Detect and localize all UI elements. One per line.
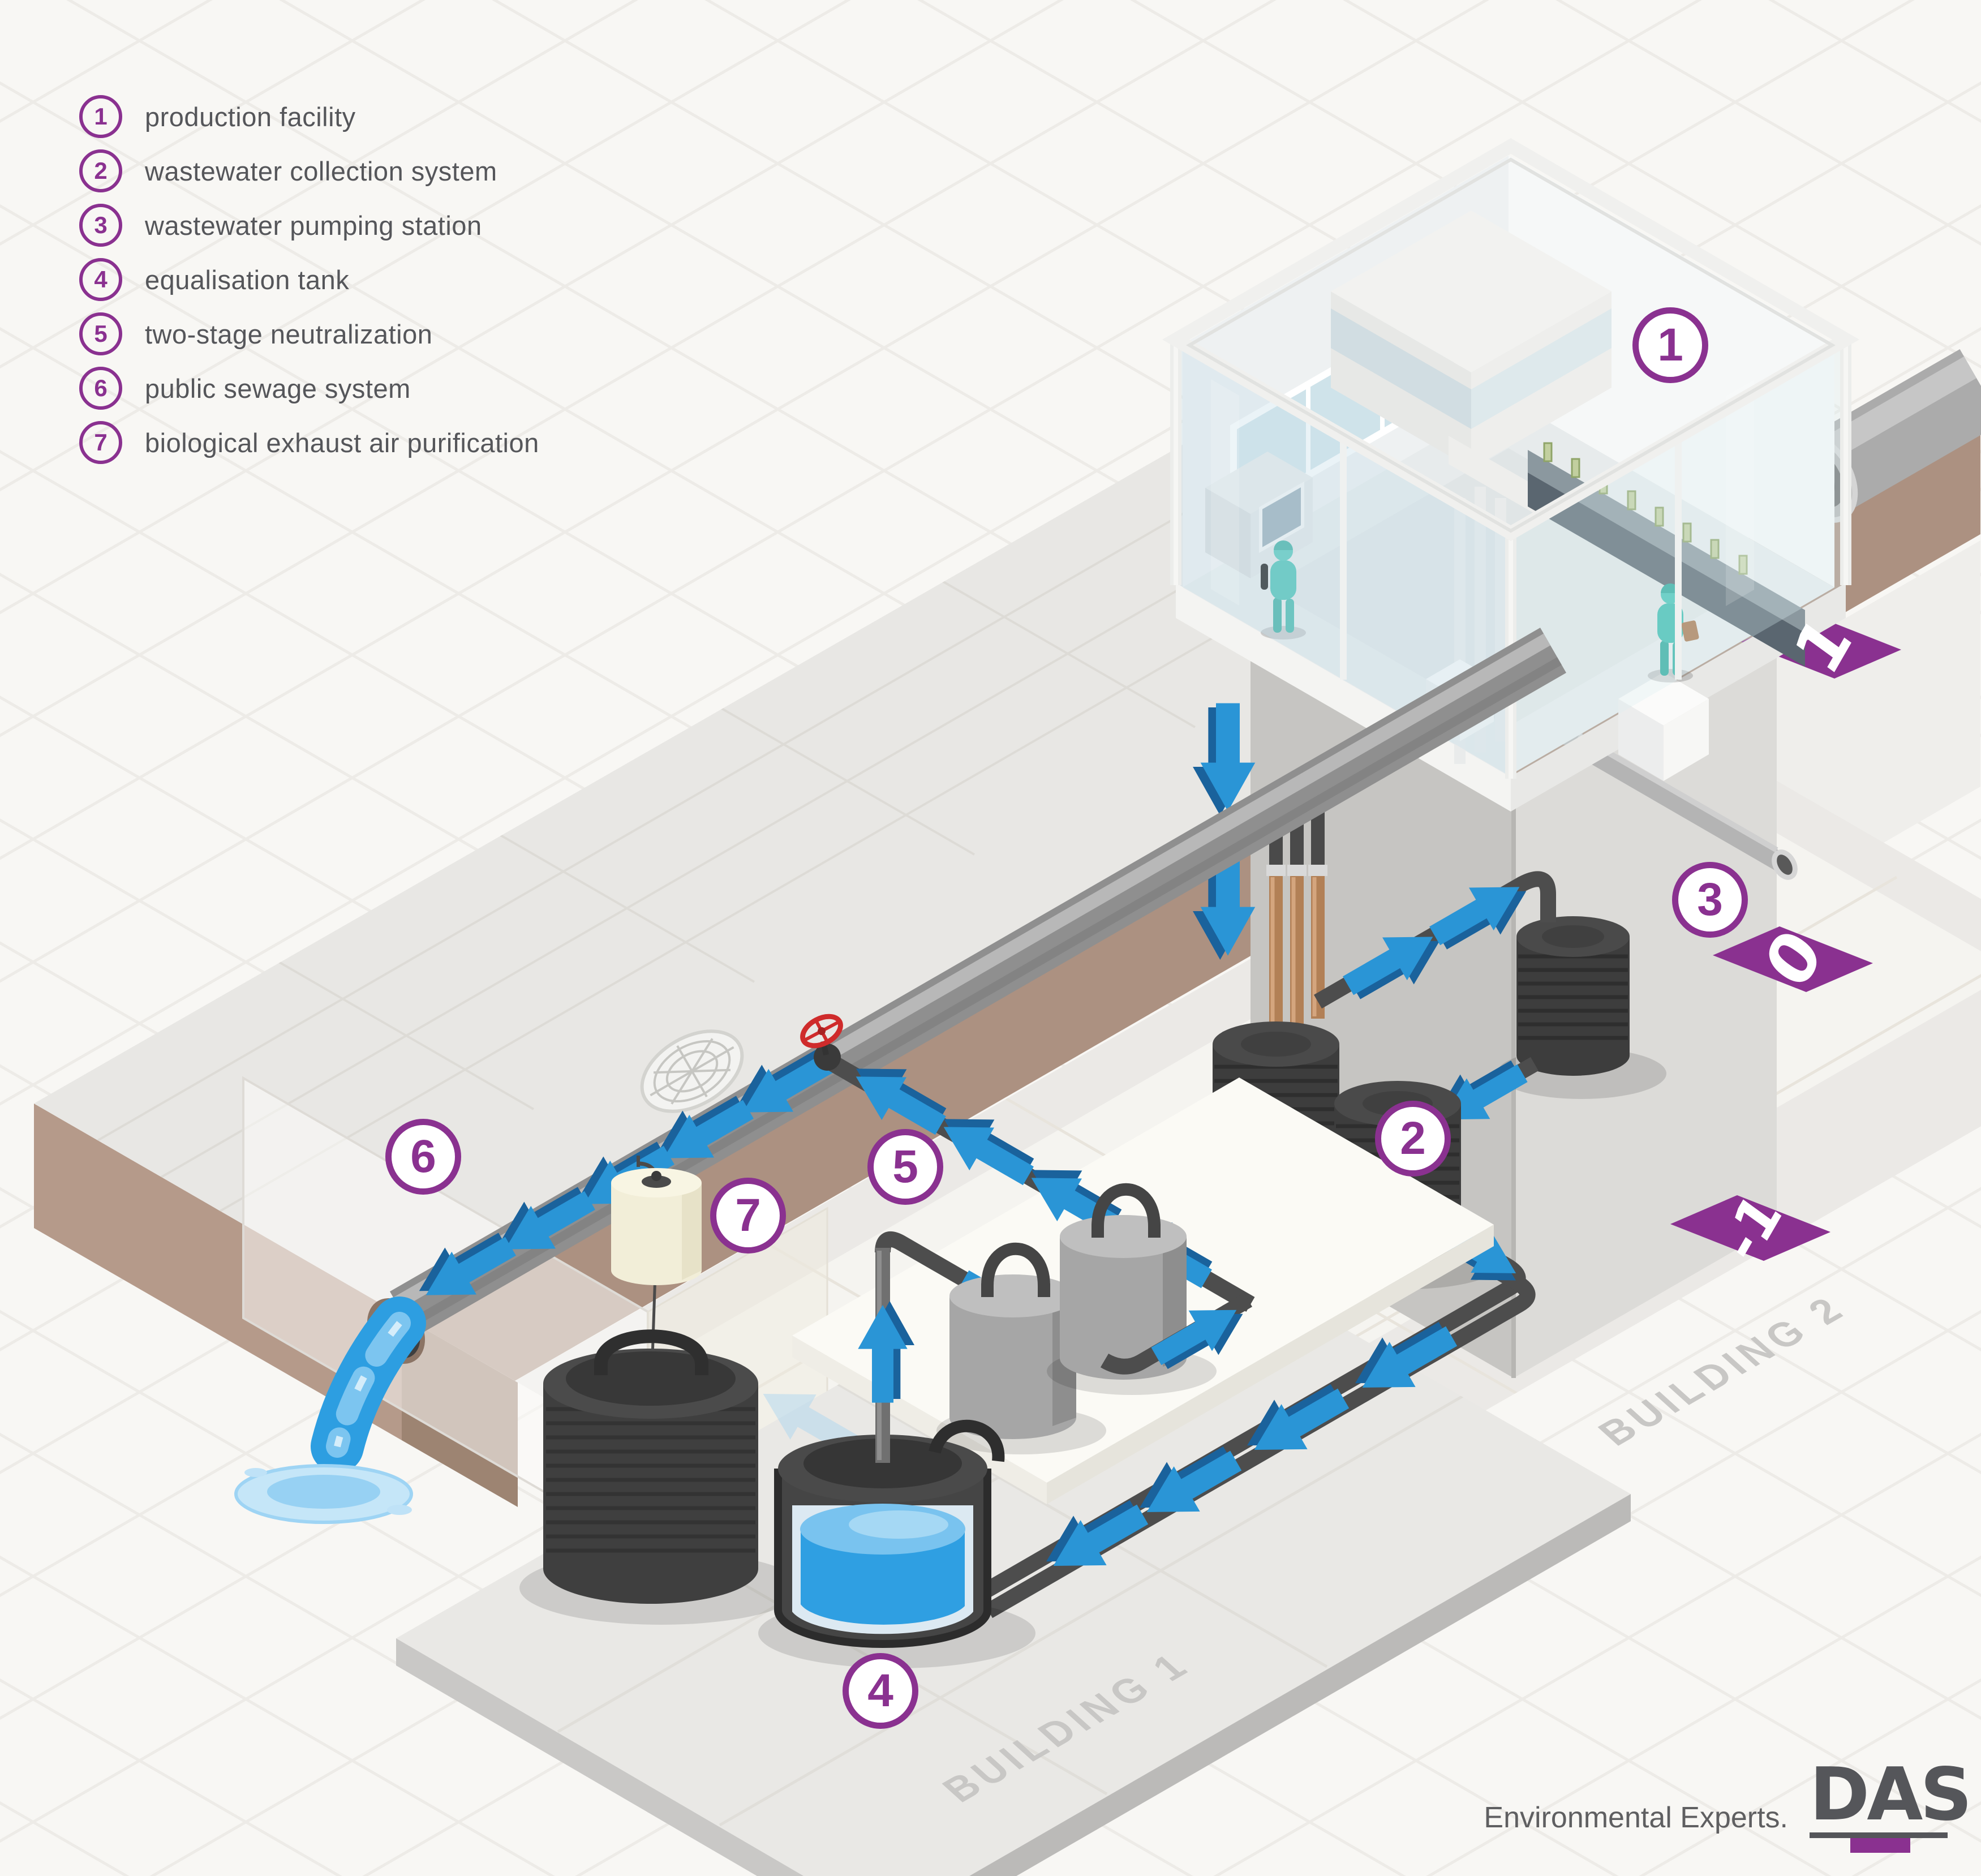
legend-number-2: 2 — [79, 149, 122, 192]
drain-grate — [640, 1029, 744, 1113]
production-facility-building — [1162, 138, 1859, 812]
legend-number-7: 7 — [79, 421, 122, 464]
legend-item-4: 4 equalisation tank — [79, 252, 539, 307]
neutralization-tank-1 — [936, 1242, 1106, 1454]
badge-air-purification: 7 — [710, 1178, 786, 1253]
badge-pumping-station: 3 — [1672, 862, 1748, 938]
legend-item-6: 6 public sewage system — [79, 361, 539, 415]
badge-public-sewage: 6 — [385, 1119, 461, 1195]
legend-label-2: wastewater collection system — [145, 156, 497, 186]
das-logo-text: DAS — [1810, 1753, 1973, 1837]
worker-at-panel — [1261, 540, 1306, 639]
badge-neutralization: 5 — [867, 1129, 943, 1205]
bottling-conveyor — [1528, 442, 1805, 667]
ground-slab-level0 — [34, 441, 1562, 1316]
legend-item-7: 7 biological exhaust air purification — [79, 415, 539, 470]
legend-number-3: 3 — [79, 204, 122, 247]
floor-marker-basement — [1670, 1195, 1830, 1261]
badge-equalisation-tank: 4 — [843, 1653, 918, 1729]
legend-number-6: 6 — [79, 367, 122, 410]
floor-marker-ground — [1713, 926, 1873, 992]
legend-label-3: wastewater pumping station — [145, 210, 482, 241]
equalisation-tanks — [519, 1248, 1035, 1668]
public-sewer — [234, 628, 1566, 1524]
legend-item-1: 1 production facility — [79, 89, 539, 144]
legend: 1 production facility 2 wastewater colle… — [79, 89, 539, 470]
neutralization-tank-2 — [1047, 1183, 1217, 1395]
red-valve — [800, 1014, 843, 1071]
legend-label-5: two-stage neutralization — [145, 319, 433, 349]
das-logo-flag — [1850, 1838, 1910, 1853]
exhaust-filter — [611, 1156, 702, 1375]
transfer-line — [974, 1210, 1536, 1619]
legend-item-3: 3 wastewater pumping station — [79, 198, 539, 252]
roof-penthouse — [1331, 211, 1612, 516]
brand-tagline: Environmental Experts. — [1484, 1801, 1788, 1834]
legend-label-4: equalisation tank — [145, 264, 350, 295]
badge-collection-system: 2 — [1375, 1101, 1451, 1177]
badge-production-facility: 1 — [1632, 307, 1708, 383]
legend-item-5: 5 two-stage neutralization — [79, 307, 539, 361]
legend-number-4: 4 — [79, 258, 122, 301]
outfall — [234, 1297, 426, 1524]
legend-number-1: 1 — [79, 95, 122, 138]
legend-label-7: biological exhaust air purification — [145, 427, 539, 458]
legend-number-5: 5 — [79, 312, 122, 355]
das-logo: DAS — [1810, 1753, 1973, 1853]
legend-label-1: production facility — [145, 101, 356, 132]
legend-item-2: 2 wastewater collection system — [79, 144, 539, 198]
control-cabinet — [1205, 452, 1313, 578]
legend-label-6: public sewage system — [145, 373, 411, 403]
das-logo-rule — [1810, 1832, 1948, 1838]
front-floor-slab — [396, 1211, 1631, 1876]
